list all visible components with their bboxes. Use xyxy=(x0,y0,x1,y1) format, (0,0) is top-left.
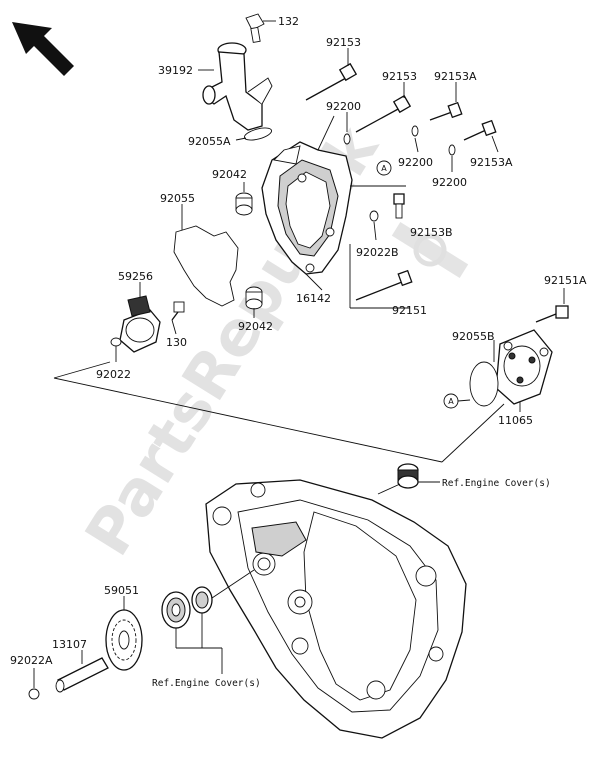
o-ring-92055B xyxy=(469,361,499,407)
label-39192: 39192 xyxy=(158,64,193,77)
label-13107: 13107 xyxy=(52,638,87,651)
label-92022: 92022 xyxy=(96,368,131,381)
o-ring-92055A xyxy=(243,127,273,141)
dowel-92042-lower xyxy=(245,286,263,310)
bolt-130 xyxy=(171,301,185,321)
label-ref-engine-cover-top: Ref.Engine Cover(s) xyxy=(442,478,551,489)
callout-a-upper: A xyxy=(376,160,392,176)
bolt-92151 xyxy=(355,269,413,301)
svg-text:A: A xyxy=(448,397,454,406)
label-16142: 16142 xyxy=(296,292,331,305)
label-132: 132 xyxy=(278,15,299,28)
label-ref-engine-cover-bottom: Ref.Engine Cover(s) xyxy=(152,678,261,689)
bolt-92153-medium xyxy=(355,94,412,133)
label-92153A-b: 92153A xyxy=(470,156,513,169)
shaft-13107 xyxy=(55,657,109,693)
label-92200-c: 92200 xyxy=(432,176,467,189)
callout-a-lower: A xyxy=(443,393,459,409)
cover-11065 xyxy=(495,329,553,405)
washer-92022B xyxy=(369,210,379,222)
bolt-132 xyxy=(245,13,265,43)
dowel-92042-upper xyxy=(235,192,253,216)
label-130: 130 xyxy=(166,336,187,349)
label-92042-b: 92042 xyxy=(238,320,273,333)
svg-text:A: A xyxy=(381,164,387,173)
washer-92022 xyxy=(110,337,122,347)
label-92151A: 92151A xyxy=(544,274,587,287)
bolt-92153A-mid xyxy=(463,119,497,141)
label-92153-a: 92153 xyxy=(326,36,361,49)
impeller-59256 xyxy=(119,295,161,353)
bolt-92151A xyxy=(535,305,569,323)
seal-ref-top xyxy=(397,463,419,489)
label-59256: 59256 xyxy=(118,270,153,283)
label-92055: 92055 xyxy=(160,192,195,205)
gear-logo-icon xyxy=(391,222,469,278)
direction-arrow-icon xyxy=(12,22,74,76)
label-92055A: 92055A xyxy=(188,135,231,148)
washer-92200-b xyxy=(411,125,419,137)
label-92153A-a: 92153A xyxy=(434,70,477,83)
bolt-92153A-top xyxy=(429,101,463,121)
bolt-92153B xyxy=(393,193,405,219)
washer-92022A xyxy=(28,688,40,700)
label-59051: 59051 xyxy=(104,584,139,597)
label-92151: 92151 xyxy=(392,304,427,317)
label-92200-a: 92200 xyxy=(326,100,361,113)
label-92153B: 92153B xyxy=(410,226,453,239)
label-11065: 11065 xyxy=(498,414,533,427)
label-92042-a: 92042 xyxy=(212,168,247,181)
washer-92200-c xyxy=(448,144,456,156)
gear-59051 xyxy=(105,609,143,671)
bearing-large xyxy=(161,591,191,629)
gasket-92055 xyxy=(173,225,239,307)
water-pipe-39192 xyxy=(202,42,273,131)
label-92022B: 92022B xyxy=(356,246,399,259)
bearing-small xyxy=(191,586,213,614)
washer-92200-a xyxy=(343,133,351,145)
pump-cover-16142 xyxy=(261,141,353,275)
engine-cover-housing xyxy=(205,479,467,739)
label-92022A: 92022A xyxy=(10,654,53,667)
bolt-92153-long xyxy=(305,62,358,101)
label-92055B: 92055B xyxy=(452,330,495,343)
label-92200-b: 92200 xyxy=(398,156,433,169)
label-92153-b: 92153 xyxy=(382,70,417,83)
